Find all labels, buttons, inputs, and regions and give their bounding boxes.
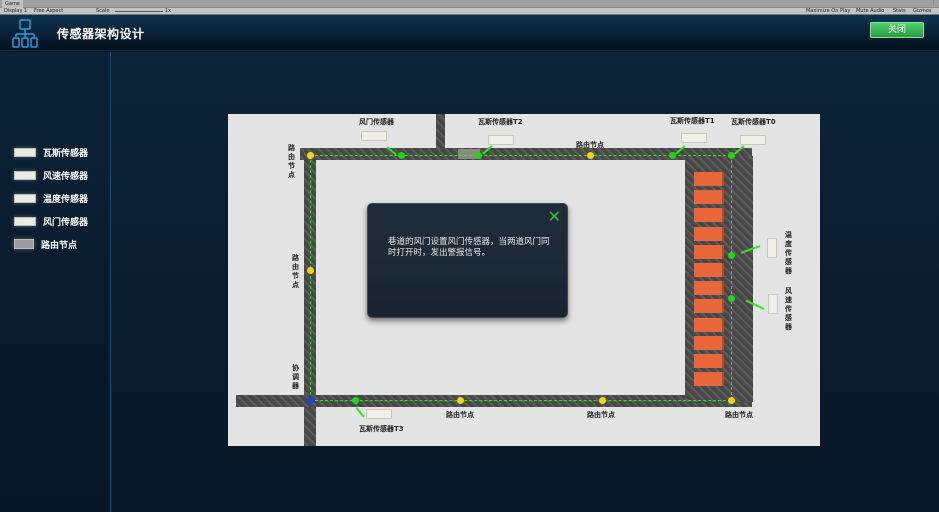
road-top-branch [436, 114, 445, 150]
route-node[interactable] [306, 151, 314, 159]
scale-slider[interactable] [115, 11, 163, 12]
route-node-label: 路由节点 [725, 411, 753, 419]
wind-sensor-label: 风速传感器 [785, 287, 792, 331]
gas-sensor-device [488, 135, 514, 145]
scale-value: 1x [165, 8, 172, 14]
gas-sensor-t3-node[interactable] [351, 396, 359, 404]
damper-door [458, 149, 480, 159]
route-node-label: 路由节点 [587, 411, 615, 419]
legend-gas-sensor[interactable]: 瓦斯传感器 [14, 145, 88, 159]
hydraulic-support [694, 317, 724, 332]
gas-sensor-device [681, 133, 707, 143]
hydraulic-support [694, 281, 724, 296]
gizmos-menu[interactable]: Gizmos [913, 8, 932, 14]
dialog-message: 巷道的风门设置风门传感器，当两道风门同时打开时，发出警报信号。 [388, 237, 550, 258]
route-line-top [310, 155, 731, 156]
page-title: 传感器架构设计 [57, 27, 145, 41]
route-line-bottom [310, 400, 731, 401]
hydraulic-support [694, 244, 724, 259]
close-icon[interactable]: ✕ [547, 207, 561, 226]
legend-temp-sensor[interactable]: 温度传感器 [14, 191, 88, 205]
temperature-sensor-icon [14, 193, 36, 203]
temp-sensor-node[interactable] [727, 251, 735, 259]
gas-t1-label: 瓦斯传感器T1 [670, 117, 715, 125]
road-bottom [236, 395, 752, 407]
damper-sensor-device [361, 131, 387, 141]
gas-t2-label: 瓦斯传感器T2 [478, 118, 523, 126]
temp-sensor-label: 温度传感器 [785, 231, 792, 275]
gas-sensor-t2-node[interactable] [474, 151, 482, 159]
info-dialog: ✕ 巷道的风门设置风门传感器，当两道风门同时打开时，发出警报信号。 [367, 203, 568, 318]
legend-damper-sensor[interactable]: 风门传感器 [14, 214, 88, 228]
route-node[interactable] [598, 396, 606, 404]
damper-sensor-label: 风门传感器 [359, 118, 394, 126]
legend-route-node[interactable]: 路由节点 [14, 237, 77, 251]
gas-sensor-icon [14, 147, 36, 157]
wind-sensor-icon [14, 170, 36, 180]
route-node[interactable] [456, 396, 464, 404]
route-node-label: 路由节点 [446, 411, 474, 419]
legend-sidebar: 瓦斯传感器 风速传感器 温度传感器 风门传感器 路由节点 [0, 52, 111, 512]
hydraulic-support [694, 172, 724, 186]
arrow-icon [355, 407, 365, 418]
unity-toolbar: Display 1 Free Aspect Scale 1x Maximize … [0, 8, 939, 15]
game-tab[interactable]: Game [2, 0, 23, 8]
route-node[interactable] [727, 396, 735, 404]
gas-sensor-device [740, 135, 766, 145]
hydraulic-support [694, 226, 724, 241]
wind-sensor-node[interactable] [727, 294, 735, 302]
hydraulic-support [694, 208, 724, 223]
gas-sensor-t0-node[interactable] [727, 151, 735, 159]
road-top [300, 148, 752, 160]
close-button[interactable]: 关闭 [870, 22, 924, 38]
header: 传感器架构设计 关闭 [0, 15, 939, 51]
damper-sensor-icon [14, 216, 36, 226]
gas-t0-label: 瓦斯传感器T0 [731, 118, 776, 126]
wind-sensor-device [768, 294, 778, 314]
hydraulic-support [694, 372, 724, 387]
hydraulic-support [694, 190, 724, 205]
gas-t3-label: 瓦斯传感器T3 [359, 425, 404, 433]
stats-toggle[interactable]: Stats [893, 8, 906, 14]
route-line-right [731, 155, 732, 400]
gas-sensor-device [366, 409, 392, 419]
display-select[interactable]: Display 1 [4, 8, 28, 14]
legend-wind-sensor[interactable]: 风速传感器 [14, 168, 88, 182]
maximize-toggle[interactable]: Maximize On Play [806, 8, 851, 14]
hydraulic-support [694, 263, 724, 277]
coordinator-node[interactable] [306, 396, 314, 404]
route-node-label: 路由节点 [292, 254, 299, 289]
aspect-select[interactable]: Free Aspect [34, 8, 64, 14]
route-node-label: 路由节点 [288, 144, 295, 179]
scale-label: Scale [96, 8, 110, 14]
coordinator-label: 协调器 [292, 364, 299, 390]
damper-sensor-node[interactable] [397, 151, 405, 159]
route-node[interactable] [586, 151, 594, 159]
menu-icon[interactable]: ⋮ [931, 0, 936, 6]
hydraulic-support [694, 299, 724, 314]
route-node-label: 路由节点 [576, 141, 604, 149]
route-node[interactable] [306, 266, 314, 274]
temp-sensor-device [767, 238, 777, 258]
gas-sensor-t1-node[interactable] [668, 151, 676, 159]
network-architecture-icon [12, 19, 38, 48]
hydraulic-support [694, 354, 724, 368]
unity-tab-bar: Game ⋮ [0, 0, 939, 8]
hydraulic-support [694, 335, 724, 350]
route-node-icon [14, 239, 34, 249]
mute-toggle[interactable]: Mute Audio [856, 8, 885, 14]
route-line-left [310, 155, 311, 400]
